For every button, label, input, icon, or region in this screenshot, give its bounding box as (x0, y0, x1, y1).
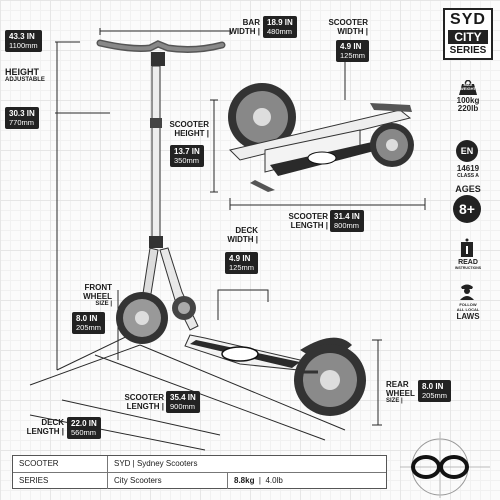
ages-label: AGES (455, 184, 481, 194)
table-cell-key: SCOOTER (13, 456, 108, 472)
table-cell-value: SYD | Sydney Scooters (114, 459, 198, 468)
spec-table: SCOOTER SYD | Sydney Scooters SERIES Cit… (12, 455, 387, 489)
folded-scooter (228, 83, 414, 192)
table-row: SCOOTER SYD | Sydney Scooters (13, 456, 386, 473)
max-weight-values: 100kg 220lb (456, 96, 480, 113)
scooter-height-pill: 13.7 IN 350mm (170, 145, 204, 167)
scooter-width-label: SCOOTER WIDTH | (328, 18, 368, 36)
follow-laws-label: FOLLOW ALL LOCAL LAWS (456, 302, 480, 321)
en-standard-icon: EN (456, 140, 478, 162)
deck-width-label: DECK WIDTH | (227, 226, 258, 244)
deck-width-pill: 4.9 IN 125mm (225, 252, 259, 274)
folded-length-label: SCOOTER LENGTH | (288, 212, 328, 230)
weight-icon (459, 80, 477, 95)
info-book-icon (461, 238, 473, 257)
scooter-length-label: SCOOTER LENGTH | (124, 393, 164, 411)
max-weight-label: MAX WEIGHT (460, 82, 476, 91)
front-wheel-pill: 8.0 IN 205mm (72, 312, 106, 334)
table-cell-value: City Scooters (108, 473, 228, 489)
height-label: HEIGHT ADJUSTABLE (5, 67, 45, 84)
scooter-height-label: SCOOTER HEIGHT | (169, 120, 209, 138)
table-cell-key: SERIES (13, 473, 108, 489)
scooter-length-pill: 35.4 IN 900mm (166, 391, 200, 413)
height-max-pill: 43.3 IN 1100mm (5, 30, 42, 52)
scooter-width-pill: 4.9 IN 125mm (336, 40, 370, 62)
deck-length-label: DECK LENGTH | (26, 418, 64, 436)
read-instructions-label: READ INSTRUCTIONS (454, 259, 482, 270)
folded-length-pill: 31.4 IN 800mm (330, 210, 364, 232)
brand-logo-mark (400, 432, 490, 498)
rear-wheel-label: REAR WHEEL SIZE | (386, 380, 415, 404)
bar-width-pill: 18.9 IN 480mm (263, 16, 297, 38)
rear-wheel-pill: 8.0 IN 205mm (418, 380, 452, 402)
bar-width-label: BAR WIDTH | (229, 18, 260, 36)
front-wheel-label: FRONT WHEEL SIZE | (83, 283, 112, 307)
table-row: SERIES City Scooters 8.8kg | 4.0lb (13, 473, 386, 490)
ages-badge: 8+ (453, 195, 481, 223)
main-scooter (96, 39, 366, 416)
brand-badge: SYD CITY SERIES (443, 8, 493, 60)
en-standard-code: 14619 CLASS A (456, 164, 480, 179)
height-min-pill: 30.3 IN 770mm (5, 107, 39, 129)
table-cell-weight: 8.8kg | 4.0lb (234, 476, 283, 485)
deck-length-pill: 22.0 IN 560mm (67, 417, 101, 439)
police-officer-icon (460, 284, 474, 300)
